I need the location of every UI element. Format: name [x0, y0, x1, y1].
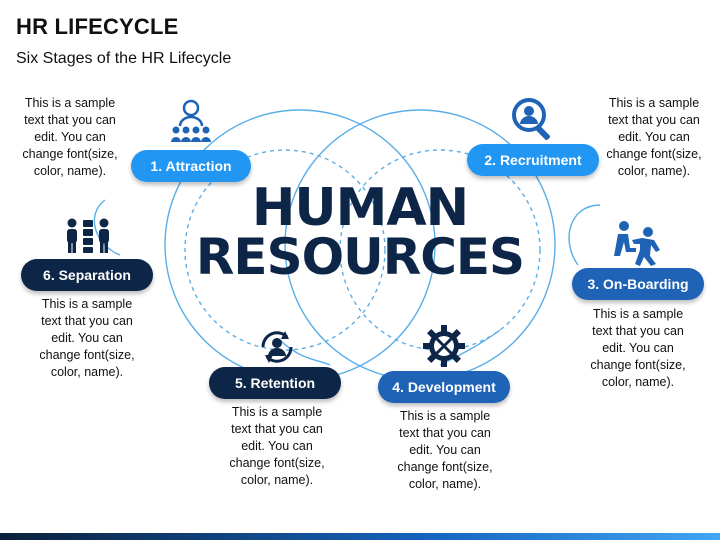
text-line: edit. You can [51, 331, 123, 345]
text-line: text that you can [608, 113, 700, 127]
connector-separation [93, 199, 121, 256]
refresh-person-icon [261, 331, 293, 363]
text-line: change font(size, [39, 348, 135, 362]
text-line: This is a sample [41, 297, 133, 311]
left-inner-dashed-circle [184, 149, 386, 351]
text-line: This is a sample [399, 409, 491, 423]
center-title-line1: HUMAN [251, 178, 469, 238]
stage-retention-label: 5. Retention [209, 367, 341, 399]
stage-recruitment-label: 2. Recruitment [467, 144, 599, 176]
stage-retention-text: This is a sample text that you can edit.… [220, 404, 334, 489]
text-line: color, name). [601, 375, 675, 389]
text-line: This is a sample [608, 96, 700, 110]
text-line: change font(size, [590, 358, 686, 372]
text-line: change font(size, [229, 456, 325, 470]
stage-separation-label: 6. Separation [21, 259, 153, 291]
connector-retention [279, 339, 331, 366]
stage-separation-text: This is a sample text that you can edit.… [30, 296, 144, 381]
search-person-icon [512, 98, 550, 140]
stage-onboarding-label: 3. On-Boarding [572, 268, 704, 300]
stage-development-text: This is a sample text that you can edit.… [388, 408, 502, 493]
stage-recruitment-text: This is a sample text that you can edit.… [598, 95, 710, 180]
text-line: This is a sample [592, 307, 684, 321]
climbing-people-icon [614, 221, 660, 266]
text-line: text that you can [24, 113, 116, 127]
separated-people-icon [67, 218, 109, 253]
group-person-icon [171, 99, 211, 142]
stage-attraction-text: This is a sample text that you can edit.… [14, 95, 126, 180]
text-line: edit. You can [34, 130, 106, 144]
connector-onboarding [568, 204, 601, 266]
text-line: change font(size, [606, 147, 702, 161]
text-line: edit. You can [241, 439, 313, 453]
text-line: edit. You can [602, 341, 674, 355]
text-line: color, name). [50, 365, 124, 379]
text-line: color, name). [408, 477, 482, 491]
text-line: change font(size, [397, 460, 493, 474]
text-line: text that you can [231, 422, 323, 436]
stage-development-label: 4. Development [378, 371, 510, 403]
text-line: text that you can [41, 314, 133, 328]
text-line: This is a sample [231, 405, 323, 419]
text-line: This is a sample [24, 96, 116, 110]
text-line: text that you can [399, 426, 491, 440]
text-line: edit. You can [409, 443, 481, 457]
stage-attraction-label: 1. Attraction [131, 150, 251, 182]
text-line: edit. You can [618, 130, 690, 144]
page-subtitle: Six Stages of the HR Lifecycle [16, 50, 232, 67]
text-line: change font(size, [22, 147, 118, 161]
bottom-accent-bar [0, 533, 720, 540]
text-line: color, name). [617, 164, 691, 178]
gear-tools-icon [423, 325, 465, 367]
text-line: color, name). [33, 164, 107, 178]
center-title-line2: RESOURCES [195, 228, 525, 286]
stage-onboarding-text: This is a sample text that you can edit.… [580, 306, 696, 391]
text-line: color, name). [240, 473, 314, 487]
text-line: text that you can [592, 324, 684, 338]
right-inner-dashed-circle [339, 149, 541, 351]
page-title: HR LIFECYCLE [16, 14, 179, 39]
